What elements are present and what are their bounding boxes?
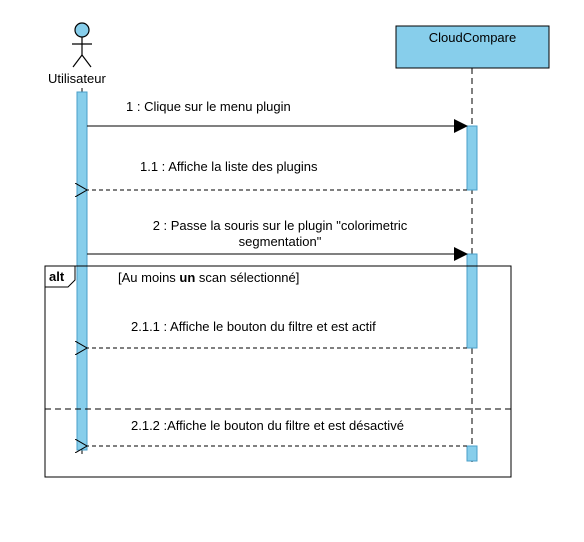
actor-label: Utilisateur: [48, 71, 106, 86]
alt-operator-label: alt: [49, 269, 65, 284]
message-label-1-1: 1.1 : Affiche la liste des plugins: [140, 159, 318, 174]
alt-guard-condition: [Au moins un scan sélectionné]: [118, 270, 299, 286]
actor-activation-bar: [76, 91, 88, 451]
system-label: CloudCompare: [428, 30, 517, 45]
system-activation-bar-3: [466, 445, 478, 462]
guard-prefix: [Au moins: [118, 270, 180, 285]
alt-operator-tab: [44, 265, 76, 288]
message-label-2-line1: 2 : Passe la souris sur le plugin "color…: [152, 218, 408, 233]
system-activation-bar-1: [466, 125, 478, 191]
message-label-2-1-2: 2.1.2 :Affiche le bouton du filtre et es…: [131, 418, 404, 433]
message-label-2-line2: segmentation": [238, 234, 322, 249]
guard-suffix: scan sélectionné]: [195, 270, 300, 285]
actor-icon: [72, 22, 92, 68]
message-label-2-1-1: 2.1.1 : Affiche le bouton du filtre et e…: [131, 319, 376, 334]
system-activation-bar-2: [466, 253, 478, 349]
guard-bold: un: [179, 270, 196, 285]
message-label-1: 1 : Clique sur le menu plugin: [126, 99, 291, 114]
alt-fragment-frame: [44, 265, 512, 478]
